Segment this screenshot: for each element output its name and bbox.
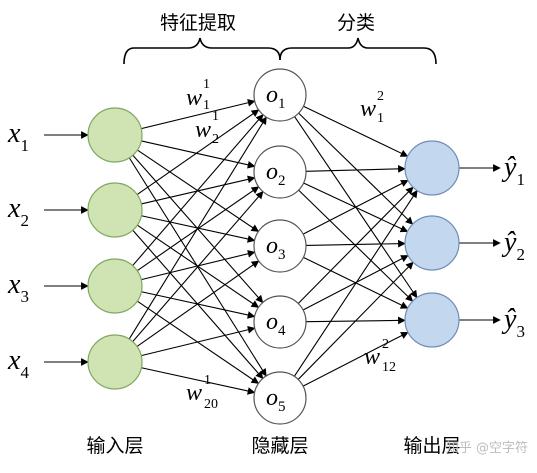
hidden-node	[253, 145, 307, 199]
svg-text:12: 12	[382, 360, 396, 375]
input-label-x3: x3	[7, 269, 29, 306]
output-layer	[404, 140, 460, 348]
svg-text:1: 1	[203, 77, 210, 92]
input-arrows	[44, 131, 89, 366]
input-label-x4: x4	[7, 345, 29, 382]
connection-line	[293, 189, 418, 377]
output-node	[404, 215, 460, 271]
brace-classification	[279, 37, 437, 65]
input-label-x1: x1	[7, 118, 29, 155]
connection-line	[141, 326, 256, 357]
input-node	[87, 182, 143, 238]
svg-text:20: 20	[204, 397, 218, 412]
connection-line	[128, 116, 267, 340]
hidden-label-o4: o4	[266, 309, 286, 339]
output-label-y1: ŷ1	[501, 152, 525, 189]
connection-line	[132, 114, 264, 266]
weight-label-w1-1: w 1 1	[186, 77, 210, 113]
hidden-layer	[253, 68, 307, 425]
connection-line	[297, 261, 414, 380]
hidden-node	[253, 219, 307, 273]
watermark-text: 知乎 @空字符	[446, 440, 528, 456]
connection-line	[297, 186, 414, 304]
svg-text:1: 1	[204, 373, 211, 388]
input-node	[87, 334, 143, 390]
connection-line	[298, 112, 414, 225]
hidden-node	[253, 295, 307, 349]
svg-text:w: w	[186, 85, 202, 111]
weight-label-w12-2: w 2 12	[364, 337, 396, 375]
output-node	[404, 140, 460, 196]
connection-line	[132, 191, 264, 342]
connection-line	[302, 331, 409, 387]
connection-line	[302, 179, 409, 235]
svg-text:1: 1	[212, 109, 219, 124]
svg-text:w: w	[360, 96, 376, 122]
output-label-y2: ŷ2	[501, 227, 525, 264]
hidden-label-o3: o3	[266, 233, 286, 263]
svg-text:1: 1	[203, 98, 210, 113]
hidden-label-o5: o5	[266, 385, 286, 415]
hidden-node	[253, 371, 307, 425]
svg-text:2: 2	[212, 132, 219, 147]
output-label-y3: ŷ3	[501, 304, 525, 341]
svg-text:w: w	[364, 344, 380, 370]
brace-feature-extraction	[123, 37, 281, 65]
input-layer	[87, 107, 143, 390]
connection-line	[136, 260, 260, 347]
connection-line	[141, 99, 256, 130]
svg-text:1: 1	[377, 111, 384, 126]
connection-line	[136, 109, 260, 196]
connection-line	[141, 367, 256, 395]
svg-text:w: w	[195, 117, 211, 143]
section-title-feature-extraction: 特征提取	[160, 12, 236, 34]
connection-line	[305, 165, 406, 173]
layer-label-hidden: 隐藏层	[251, 435, 308, 457]
output-node	[404, 292, 460, 348]
svg-text:2: 2	[377, 89, 384, 104]
connection-line	[141, 175, 256, 205]
hidden-label-o2: o2	[266, 159, 286, 189]
weight-label-w2-1: w 1 2	[195, 109, 219, 147]
section-title-classification: 分类	[337, 12, 375, 34]
hidden-output-connections	[293, 105, 418, 387]
connection-line	[305, 239, 406, 248]
svg-text:2: 2	[382, 337, 389, 352]
svg-text:w: w	[186, 380, 202, 406]
input-node	[87, 258, 143, 314]
hidden-node	[253, 68, 307, 122]
connection-line	[303, 105, 409, 157]
weight-label-w1-2: w 2 1	[360, 89, 384, 126]
input-hidden-connections	[128, 99, 267, 395]
layer-label-output: 输出层	[403, 435, 460, 457]
input-label-x2: x2	[7, 193, 29, 230]
layer-label-input: 输入层	[86, 435, 143, 457]
output-arrows	[459, 164, 501, 324]
input-node	[87, 107, 143, 163]
weight-label-w20-1: w 1 20	[186, 373, 218, 412]
hidden-label-o1: o1	[266, 82, 286, 112]
connection-line	[141, 140, 256, 169]
